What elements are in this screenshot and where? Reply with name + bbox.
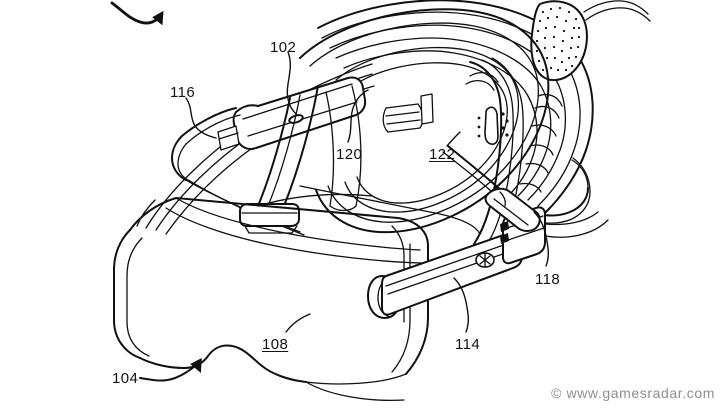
headset-main-body: [113, 185, 481, 401]
reference-label-118: 118: [535, 271, 561, 288]
head-strap-front-arch: [145, 8, 550, 235]
knob-stipple-texture: [535, 6, 581, 72]
sensor-dots: [477, 112, 509, 138]
gamesradar-watermark: © www.gamesradar.com: [551, 385, 715, 401]
top-callout-arrow: [110, 1, 164, 26]
leader-lines: [139, 51, 549, 382]
reference-label-122: 122: [429, 146, 456, 163]
reference-label-120: 120: [336, 146, 363, 163]
rail-screw-icon: [475, 252, 495, 268]
bottom-accessory-rail: [367, 187, 609, 319]
reference-label-116: 116: [170, 84, 196, 101]
left-strap-arm: [171, 76, 367, 236]
strap-adjustment-knob: [530, 0, 651, 82]
reference-label-108: 108: [262, 336, 289, 353]
reference-label-102: 102: [270, 39, 297, 56]
reference-label-114: 114: [455, 336, 481, 353]
reference-label-104: 104: [112, 370, 139, 387]
